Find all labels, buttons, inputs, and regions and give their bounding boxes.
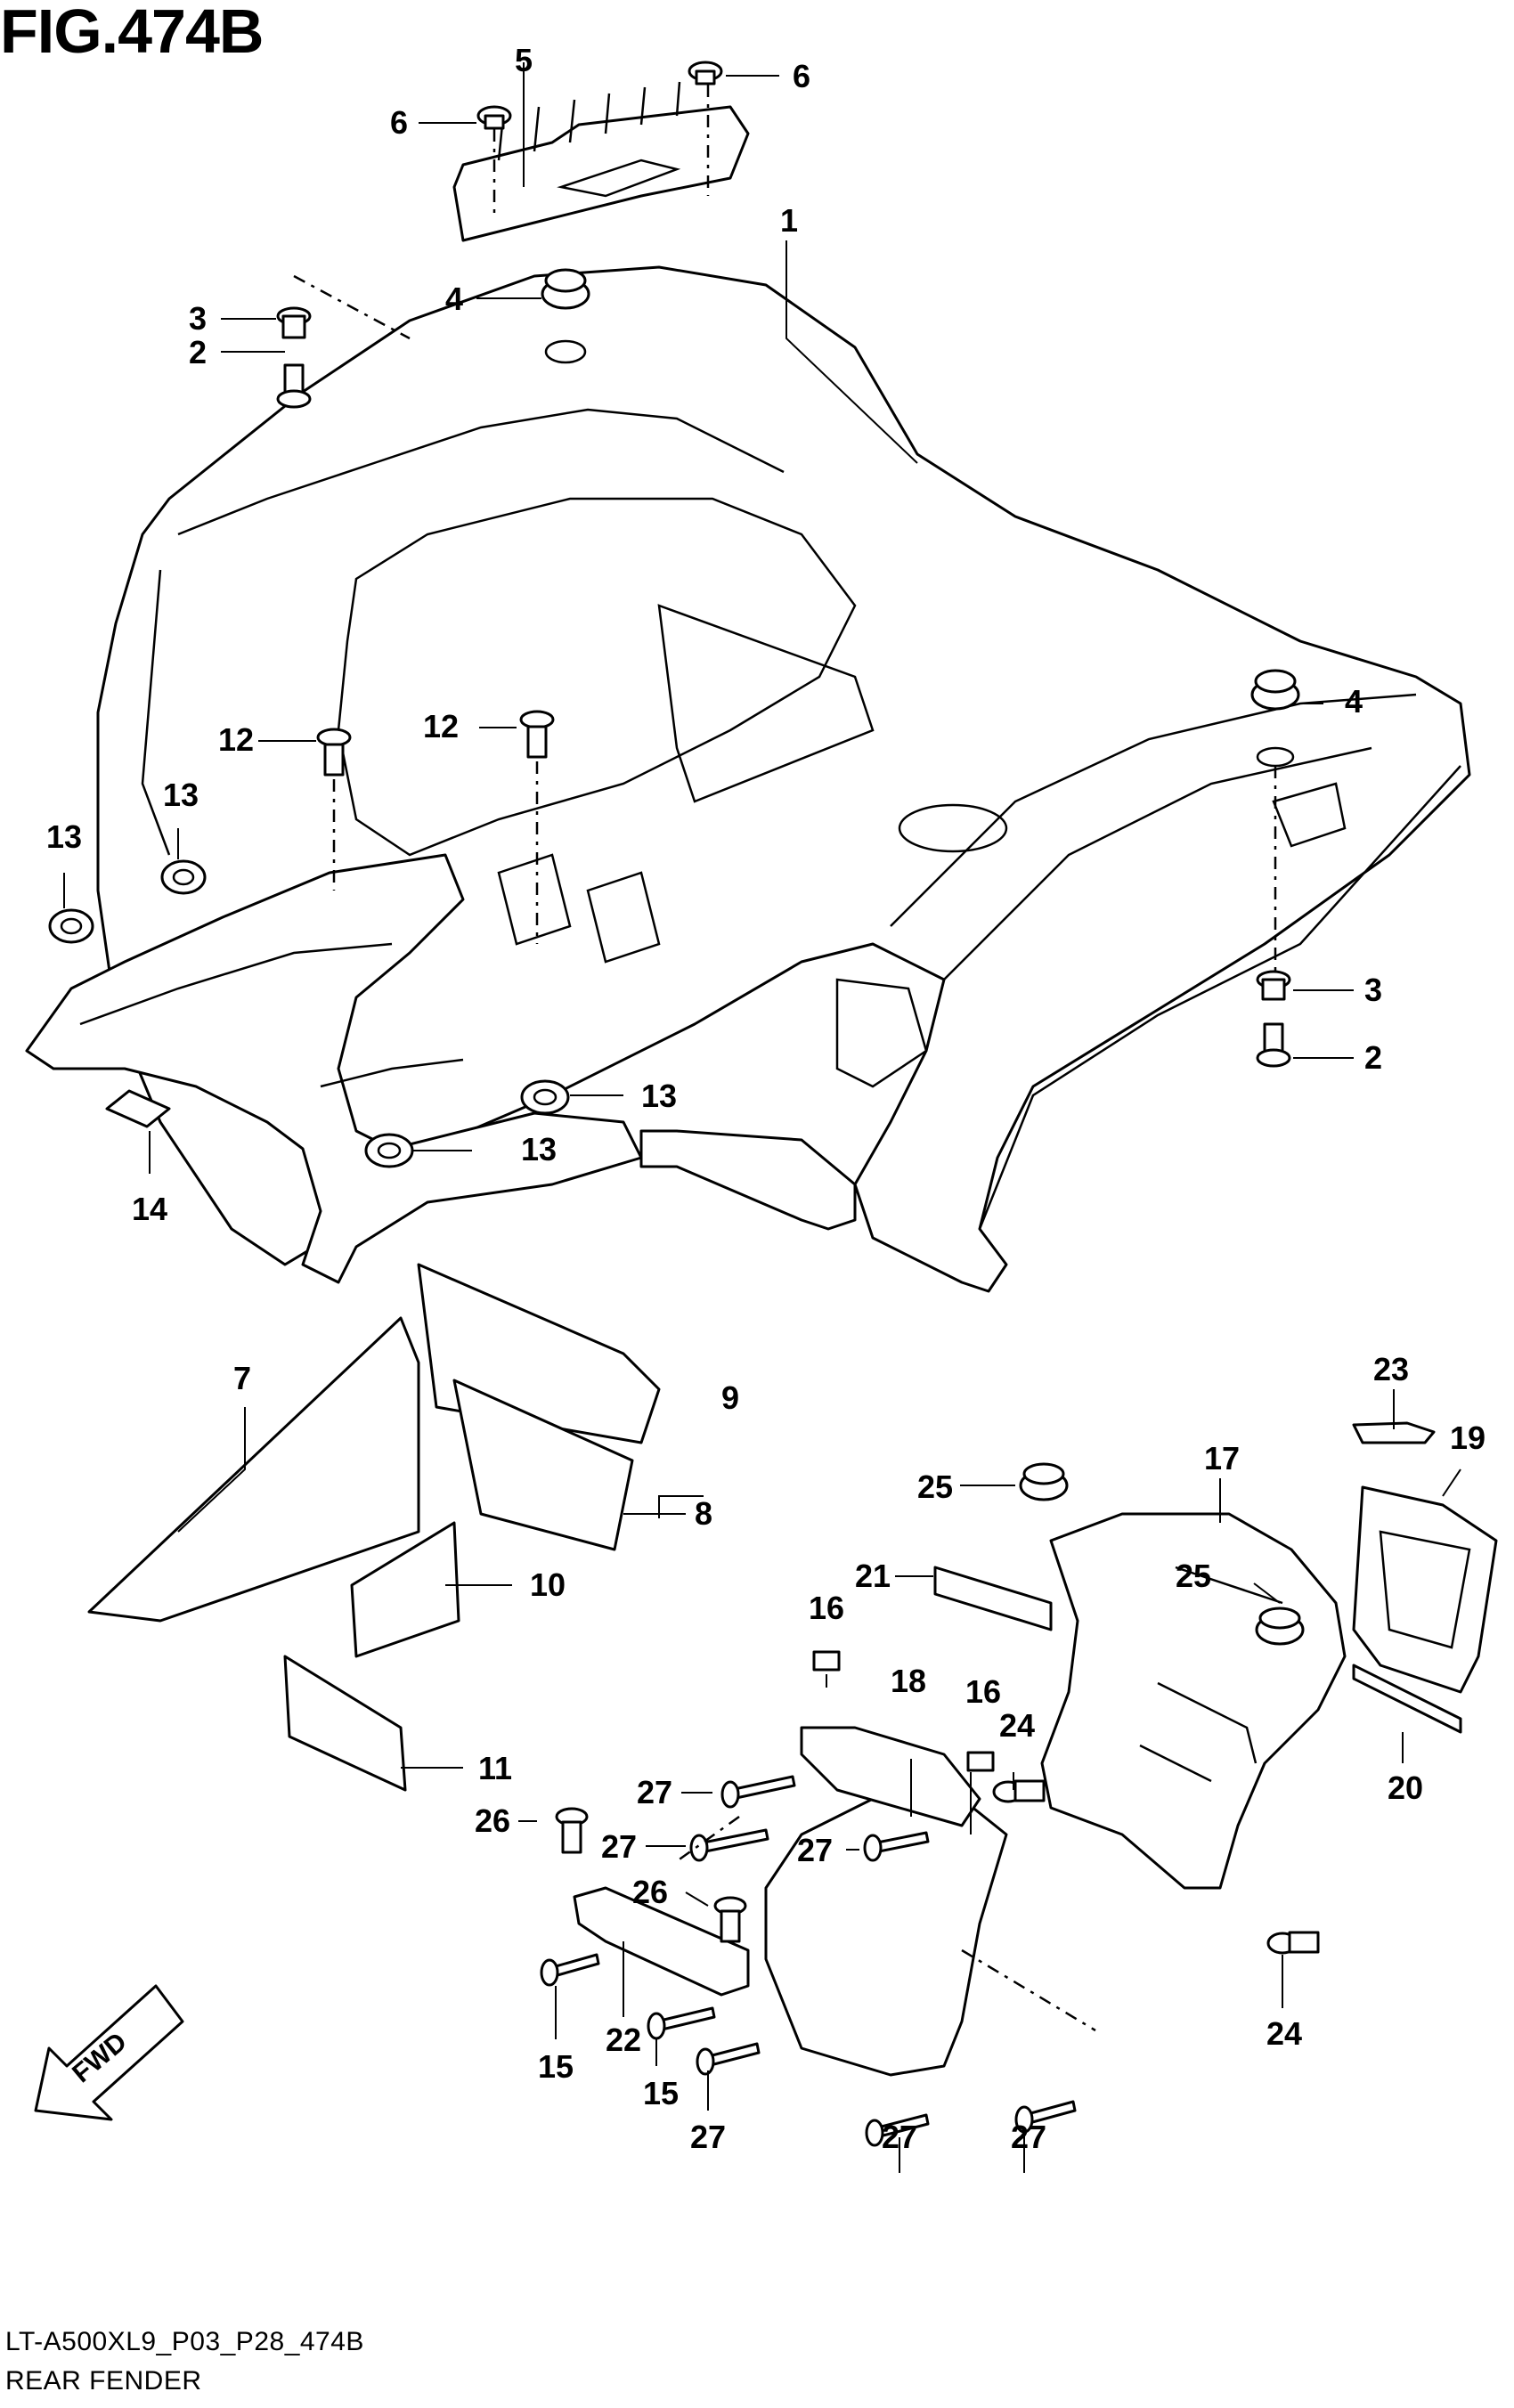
callout-4: 4 [1345,683,1363,720]
callout-27: 27 [797,1832,833,1868]
callout-6: 6 [390,104,408,141]
callout-27: 27 [1011,2119,1046,2155]
leader-lines [63,62,1461,2173]
callout-22: 22 [606,2022,641,2058]
callout-13: 13 [641,1078,677,1114]
callout-7: 7 [233,1360,251,1396]
callout-24: 24 [999,1707,1035,1744]
callout-1: 1 [780,202,798,239]
callout-13: 13 [163,777,199,813]
callout-25: 25 [917,1468,953,1505]
alignment-lines [293,85,1277,2032]
figure-name: REAR FENDER [5,2366,202,2396]
forward-arrow-icon: FWD [34,1984,184,2121]
callout-15: 15 [538,2048,574,2085]
callout-24: 24 [1266,2015,1302,2052]
callout-26: 26 [632,1874,668,1910]
callout-8: 8 [695,1495,712,1532]
callout-9: 9 [721,1379,739,1416]
callout-23: 23 [1373,1351,1409,1387]
callout-5: 5 [515,42,533,78]
decal-parts [87,1089,661,1792]
callout-16: 16 [965,1673,1001,1710]
callout-12: 12 [218,721,254,758]
callout-6: 6 [793,58,810,94]
hardware-parts [48,61,1300,1168]
top-bracket-part [452,81,750,242]
callout-18: 18 [891,1663,926,1699]
callout-13: 13 [46,818,82,855]
rear-mudguard-assembly [540,1421,1498,2147]
callout-26: 26 [475,1802,510,1839]
callout-27: 27 [882,2119,917,2155]
decal-14 [105,1089,171,1128]
callout-14: 14 [132,1191,167,1227]
callout-27: 27 [637,1774,672,1810]
decal-11 [283,1655,407,1792]
callout-3: 3 [1364,972,1382,1008]
callout-17: 17 [1204,1440,1240,1477]
decal-9 [417,1263,661,1444]
figure-code: LT-A500XL9_P03_P28_474B [5,2327,364,2356]
callout-2: 2 [189,334,207,370]
decal-7 [87,1316,420,1623]
callout-2: 2 [1364,1039,1382,1076]
callout-13: 13 [521,1131,557,1167]
callout-12: 12 [423,708,459,744]
rear-fender-part [96,265,1471,1293]
callout-10: 10 [530,1566,566,1603]
callout-4: 4 [445,281,463,317]
subframe-bracket-part [25,853,857,1284]
callout-11: 11 [478,1750,512,1786]
decal-8 [452,1379,634,1551]
callout-21: 21 [855,1558,891,1594]
callout-27: 27 [690,2119,726,2155]
callout-3: 3 [189,300,207,337]
figure-title: FIG.474B [0,0,264,66]
decal-10 [350,1521,460,1658]
callout-20: 20 [1388,1769,1423,1806]
callout-19: 19 [1450,1420,1486,1456]
callout-25: 25 [1176,1558,1211,1594]
callout-27: 27 [601,1828,637,1865]
callout-15: 15 [643,2075,679,2111]
callout-16: 16 [809,1590,844,1626]
figure-caption: LT-A500XL9_P03_P28_474B REAR FENDER [5,2323,364,2401]
callout-labels: 1 2 2 3 3 4 4 5 6 6 7 8 9 10 11 12 12 13… [46,42,1486,2155]
